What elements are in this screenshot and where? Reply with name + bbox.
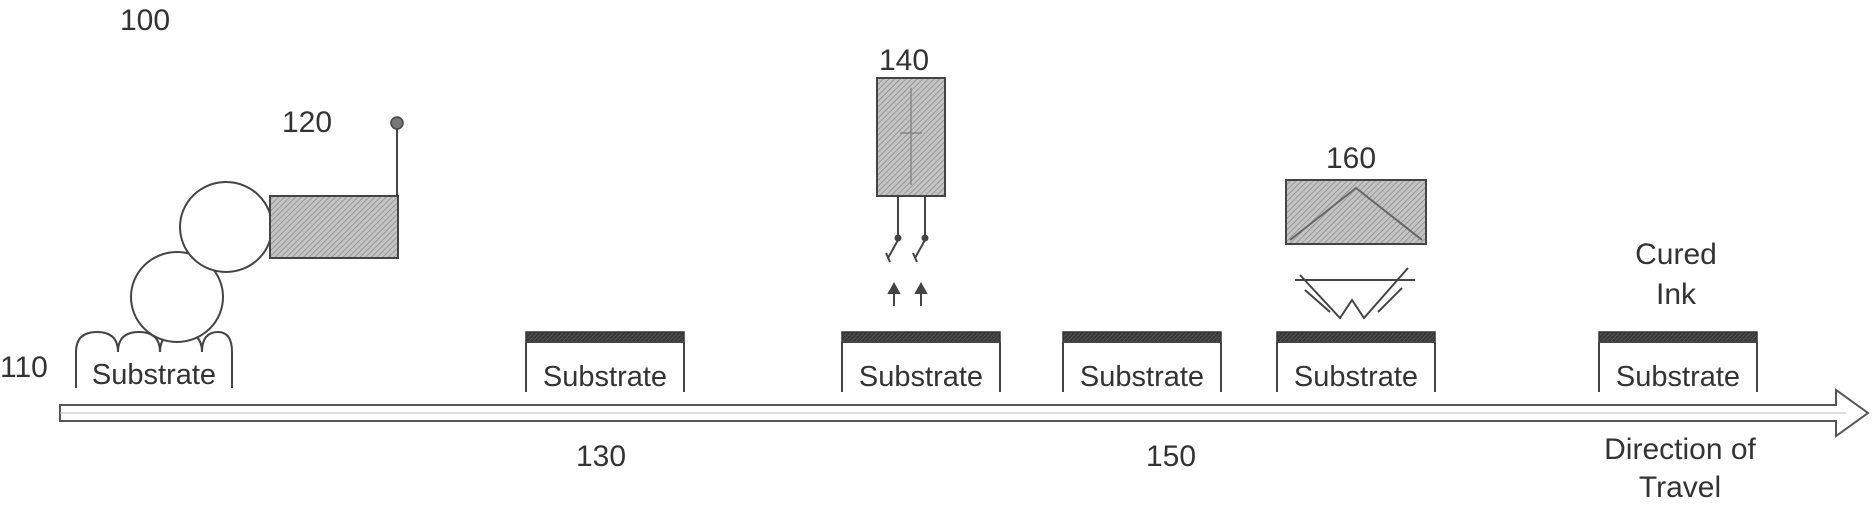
ref-160-label: 160 — [1326, 142, 1376, 175]
direction-label-line2: Travel — [1639, 471, 1721, 504]
ref-120-label: 120 — [282, 106, 332, 139]
direction-arrow — [60, 390, 1868, 436]
substrate-label-cured: Substrate — [1616, 361, 1740, 393]
ink-layer-150 — [1063, 332, 1221, 342]
cured-ink-label-line2: Ink — [1656, 278, 1697, 311]
uv-radiation-icon — [1295, 268, 1415, 318]
substrate-label-130: Substrate — [543, 361, 667, 393]
substrate-label-110: Substrate — [92, 359, 216, 391]
coater-knob-icon — [391, 117, 403, 129]
substrate-label-150: Substrate — [1080, 361, 1204, 393]
printer-nozzle-switches — [886, 196, 928, 262]
ref-100-label: 100 — [120, 4, 170, 37]
substrate-label-printer: Substrate — [859, 361, 983, 393]
ref-140-label: 140 — [879, 44, 929, 77]
upper-roller-icon — [180, 182, 272, 272]
ref-130-label: 130 — [576, 440, 626, 473]
ink-layer-curing — [1277, 332, 1435, 342]
ref-110-label: 110 — [0, 351, 48, 384]
ref-150-label: 150 — [1146, 440, 1196, 473]
cured-ink-label-line1: Cured — [1635, 238, 1717, 271]
curing-lamp-160 — [1286, 180, 1426, 244]
ink-layer-130 — [526, 332, 684, 342]
direction-label-line1: Direction of — [1604, 433, 1756, 466]
substrate-label-curing: Substrate — [1294, 361, 1418, 393]
ink-layer-printer — [842, 332, 1000, 342]
ink-layer-cured — [1599, 332, 1757, 342]
droplet-arrows-icon — [889, 284, 926, 306]
coater-reservoir-120 — [270, 196, 398, 258]
